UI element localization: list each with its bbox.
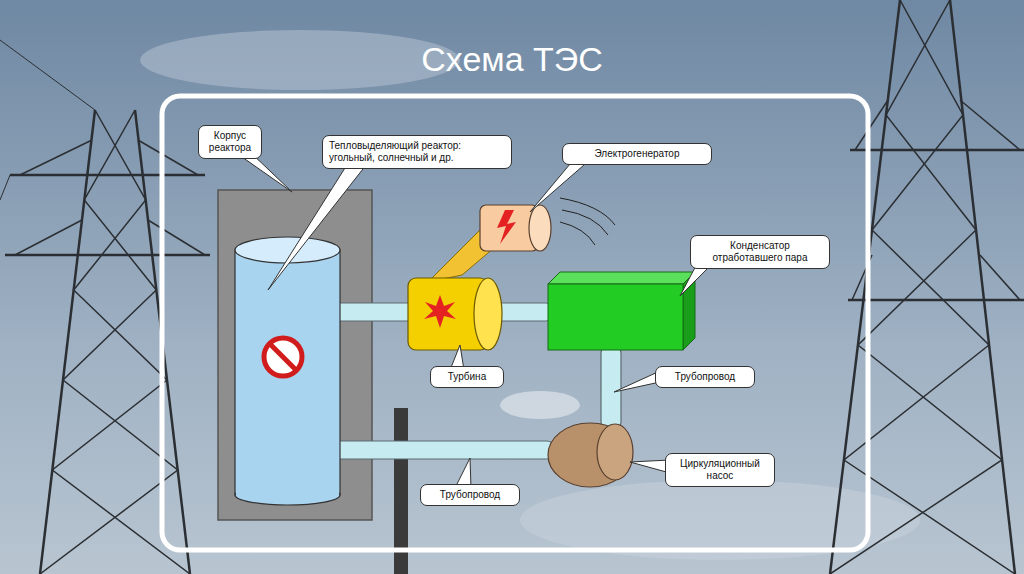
tower-brace: [52, 110, 190, 574]
tower-arm: [15, 220, 82, 255]
circulation-pump: [548, 423, 632, 487]
callout-tail: [530, 158, 592, 212]
callout-text: Трубопровод: [662, 371, 748, 383]
callout-box: Турбина: [430, 366, 504, 388]
star-symbol: [424, 295, 456, 328]
tower-arm: [848, 299, 1024, 302]
callout-box: Электрогенератор: [562, 143, 712, 165]
pump-face: [597, 424, 633, 480]
pipe: [330, 441, 555, 459]
callout-text: Турбина: [437, 371, 497, 383]
tower-arm: [980, 255, 1020, 300]
callout-tail: [630, 460, 670, 473]
tower-arm: [138, 140, 198, 175]
tower-arm: [855, 100, 888, 150]
tower-arm: [5, 254, 210, 257]
pipe: [601, 345, 621, 430]
power-tower: [830, 0, 1024, 574]
slide-frame: [162, 96, 868, 550]
generator-face: [529, 205, 551, 251]
callout-text: Тепловыделяющий реактор: угольный, солне…: [329, 140, 505, 164]
callout-box: Конденсатор отработавшего пара: [690, 235, 830, 269]
callout-tails: [232, 150, 714, 488]
smoke: [500, 391, 580, 419]
tower-arm: [20, 140, 92, 175]
lightning-symbol: [497, 210, 516, 244]
tower-arm: [960, 100, 1020, 150]
tower-arm: [10, 174, 205, 177]
page-title: Схема ТЭС: [0, 40, 1024, 79]
reactor-housing: [218, 190, 372, 520]
callout-text: Корпус реактора: [205, 130, 255, 154]
pipe: [330, 303, 415, 321]
condenser: [548, 284, 683, 350]
callout-box: Циркуляционный насос: [665, 453, 775, 487]
cloud: [140, 30, 460, 90]
callout-box: Трубопровод: [655, 366, 755, 388]
callout-tail: [614, 371, 660, 392]
tower-leg: [40, 110, 95, 574]
callout-text: Электрогенератор: [569, 148, 705, 160]
power-wire: [0, 175, 10, 200]
prohibition-sign: [270, 344, 296, 370]
tower-arm: [148, 220, 205, 255]
callout-box: Корпус реактора: [198, 125, 262, 159]
tower-leg: [830, 0, 900, 574]
prohibition-sign: [264, 338, 302, 376]
tower-arm: [850, 149, 1024, 152]
callout-text: Трубопровод: [427, 489, 513, 501]
power-tower: [0, 40, 210, 574]
condenser-top: [548, 272, 695, 284]
radiation-arcs: [560, 198, 615, 245]
tower-brace: [830, 0, 1002, 574]
turbine-face: [474, 278, 502, 350]
reactor-cylinder-fill: [236, 480, 339, 495]
callout-text: Конденсатор отработавшего пара: [697, 240, 823, 264]
callout-box: Трубопровод: [420, 484, 520, 506]
reactor-cylinder: [235, 250, 340, 495]
callout-box: Тепловыделяющий реактор: угольный, солне…: [322, 135, 512, 169]
power-wire: [0, 40, 95, 110]
callout-text: Циркуляционный насос: [672, 458, 768, 482]
tower-brace: [40, 110, 178, 574]
arc: [560, 222, 595, 245]
arc: [562, 210, 608, 235]
callout-tail: [268, 160, 370, 290]
